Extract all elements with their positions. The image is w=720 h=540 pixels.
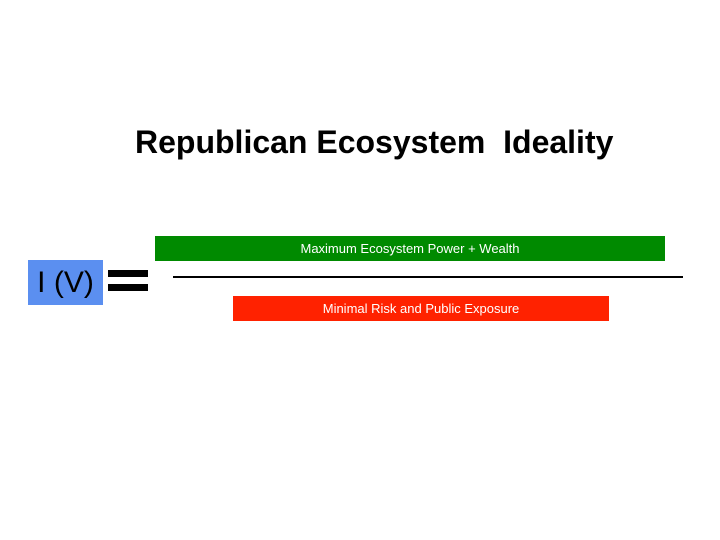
fraction-line [173,276,683,278]
ideality-variable-box: I (V) [28,260,103,305]
numerator-box: Maximum Ecosystem Power + Wealth [155,236,665,261]
denominator-box: Minimal Risk and Public Exposure [233,296,609,321]
equals-bar-bottom [108,284,148,291]
slide-title: Republican Ecosystem Ideality [135,124,614,160]
equals-bar-top [108,270,148,277]
equals-sign-icon [108,270,148,294]
